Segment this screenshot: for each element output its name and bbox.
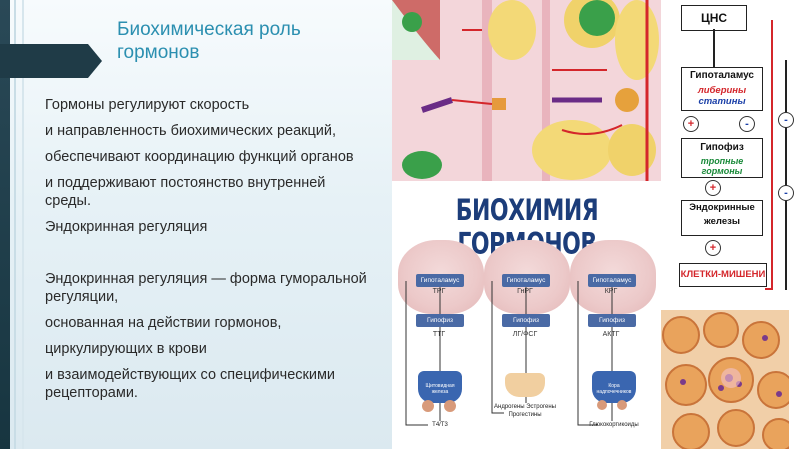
minus-sign: - [739,116,755,132]
releasing-factors: либерины статины [682,85,762,107]
body-line: и поддерживают постоянство внутренней ср… [45,175,326,209]
pituitary-box: Гипофиз [502,314,550,327]
body-line: обеспечивают координацию функций органов [45,149,354,165]
pituitary-box: Гипофиз [416,314,464,327]
minus-sign: - [778,112,794,128]
decor-stripe [22,0,24,449]
hypothalamus-box: Гипоталамус [416,274,464,287]
tropic-hormones-label: тропные гормоны [700,156,744,176]
gland-label: Щитовидная железа [425,383,455,395]
slide-title: Биохимическая роль гормонов [117,19,301,63]
tissue-micrograph [661,310,800,449]
target-cells-box: КЛЕТКИ-МИШЕНИ [679,263,767,287]
releasing-hormone-label: ГнРГ [517,288,533,295]
tropic-hormone-label: ТТГ [432,331,446,338]
plus-sign: + [683,116,699,132]
thyroid-gland: Щитовидная железа [418,371,462,403]
slide-text-area: Биохимическая роль гормонов Гормоны регу… [0,0,392,449]
releasing-hormone-label: ТРГ [432,288,446,295]
tissue-image [661,310,800,449]
body-line: и направленность биохимических реакций, [45,123,337,139]
body-line: основанная на действии гормонов, [45,315,282,331]
output-hormone-label: Андрогены Эстрогены Прогестины [494,404,556,418]
slide-body: Гормоны регулируют скорость и направленн… [45,96,375,410]
body-line: Гормоны регулируют скорость [45,97,250,113]
cell-illustration-image [392,0,661,181]
releasing-hormone-label: КРГ [604,288,618,295]
hypothalamus-label: Гипоталамус [690,70,754,81]
gonad-gland [505,373,545,397]
pituitary-label: Гипофиз [700,142,744,153]
tropic-hormone-label: АКТГ [602,331,620,338]
adrenal-gland: Кора надпочечников [592,371,636,403]
hormone-axes-figure: БИОХИМИЯ ГОРМОНОВ Гипоталамус ТРГ Гипофи… [392,181,661,449]
cns-box: ЦНС [681,5,747,31]
title-arrow-shape [0,44,102,78]
hypothalamus-box: Гипоталамус [502,274,550,287]
gland-label: Кора надпочечников [596,383,632,395]
endocrine-glands-box: Эндокринные железы [681,200,763,236]
hypothalamus-box: Гипоталамус либерины статины [681,67,763,111]
regulation-scheme: ЦНС Гипоталамус либерины статины + - Гип… [661,0,800,310]
pituitary-box: Гипофиз [588,314,636,327]
output-hormone-label: Т4/Т3 [432,422,448,428]
pituitary-box: Гипофиз тропные гормоны [681,138,763,178]
decor-stripe [14,0,16,449]
plus-sign: + [705,180,721,196]
body-line: и взаимодействующих со специфическими ре… [45,367,336,401]
plus-sign: + [705,240,721,256]
minus-sign: - [778,185,794,201]
statins-label: статины [698,96,746,107]
liberins-label: либерины [697,85,747,96]
cell-signaling-illustration [392,0,661,181]
body-line: Эндокринная регуляция [45,219,208,235]
body-line: циркулирующих в крови [45,341,207,357]
hypothalamus-box: Гипоталамус [588,274,636,287]
tropic-hormone-label: ЛГ/ФСГ [512,331,538,338]
body-line: Эндокринная регуляция — форма гуморально… [45,271,367,305]
output-hormone-label: Глюкокортикоиды [589,422,639,428]
slide-edge-bar [0,0,10,449]
